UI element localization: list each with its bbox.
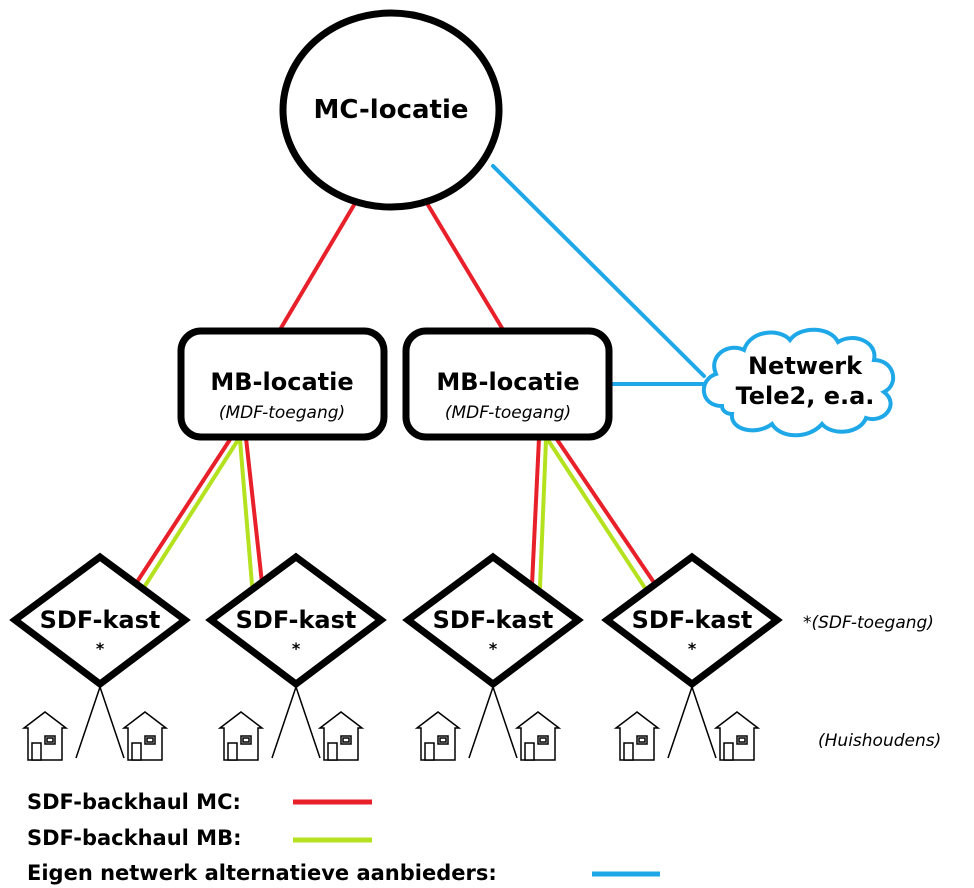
mb-right-label: MB-locatie	[436, 368, 579, 396]
mb-right-sublabel: (MDF-toegang)	[445, 403, 571, 423]
mb-location-left-node: MB-locatie (MDF-toegang)	[177, 327, 388, 441]
mc-to-cloud-line	[491, 164, 706, 378]
house-icon	[514, 711, 562, 761]
mb-left-to-sdf1-green	[141, 438, 240, 591]
mb-right-to-sdf3-green	[538, 438, 548, 589]
house-icon	[414, 711, 462, 761]
sdf-cabinet-1-label: SDF-kast	[40, 606, 161, 634]
house-icon	[21, 711, 69, 761]
sdf-cabinet-3-marker: *	[489, 639, 498, 658]
mb-right-to-sdf4-red	[554, 436, 657, 586]
cloud-label-line2: Tele2, e.a.	[736, 382, 875, 410]
house-icon	[613, 711, 661, 761]
households-note: (Huishoudens)	[818, 731, 941, 751]
mb-left-to-sdf2-green	[238, 438, 254, 587]
legend-mb-label: SDF-backhaul MB:	[27, 826, 241, 850]
sdf-cabinet-4-marker: *	[688, 639, 697, 658]
connections	[133, 164, 706, 591]
mb-right-to-sdf4-green	[546, 438, 647, 590]
mb-left-label: MB-locatie	[210, 368, 353, 396]
sdf-cabinet-2-label: SDF-kast	[236, 606, 357, 634]
mc-location-node: MC-locatie	[279, 9, 503, 211]
sdf-cabinet-2: SDF-kast *	[205, 552, 387, 689]
legend-own-label: Eigen netwerk alternatieve aanbieders:	[27, 861, 497, 885]
sdf-cabinet-1-marker: *	[96, 639, 105, 658]
cloud-label-line1: Netwerk	[748, 352, 863, 380]
mb-left-to-sdf1-red	[133, 436, 233, 587]
sdf-cabinet-3-label: SDF-kast	[433, 606, 554, 634]
sdf-cabinet-4-label: SDF-kast	[632, 606, 753, 634]
mc-location-label: MC-locatie	[313, 95, 468, 125]
mc-to-mb-left-line	[279, 198, 359, 330]
legend-mc-label: SDF-backhaul MC:	[27, 790, 241, 814]
house-icon	[713, 711, 761, 761]
mb-left-to-sdf2-red	[244, 436, 264, 585]
sdf-cabinet-2-marker: *	[292, 639, 301, 658]
mc-to-mb-right-line	[423, 198, 504, 330]
house-icon	[121, 711, 169, 761]
cloud-icon: Netwerk Tele2, e.a.	[701, 327, 896, 438]
legend: SDF-backhaul MC: SDF-backhaul MB: Eigen …	[27, 790, 660, 885]
house-icon	[317, 711, 365, 761]
household-drops	[75, 684, 717, 759]
households	[21, 711, 761, 761]
sdf-cabinet-4: SDF-kast *	[601, 552, 783, 689]
sdf-cabinet-1: SDF-kast *	[9, 552, 191, 689]
mb-right-to-sdf3-red	[530, 436, 541, 587]
mb-left-sublabel: (MDF-toegang)	[219, 403, 345, 423]
sdf-access-note: *(SDF-toegang)	[803, 613, 934, 633]
house-icon	[217, 711, 265, 761]
mb-location-right-node: MB-locatie (MDF-toegang)	[402, 327, 613, 441]
sdf-cabinet-3: SDF-kast *	[402, 552, 584, 689]
